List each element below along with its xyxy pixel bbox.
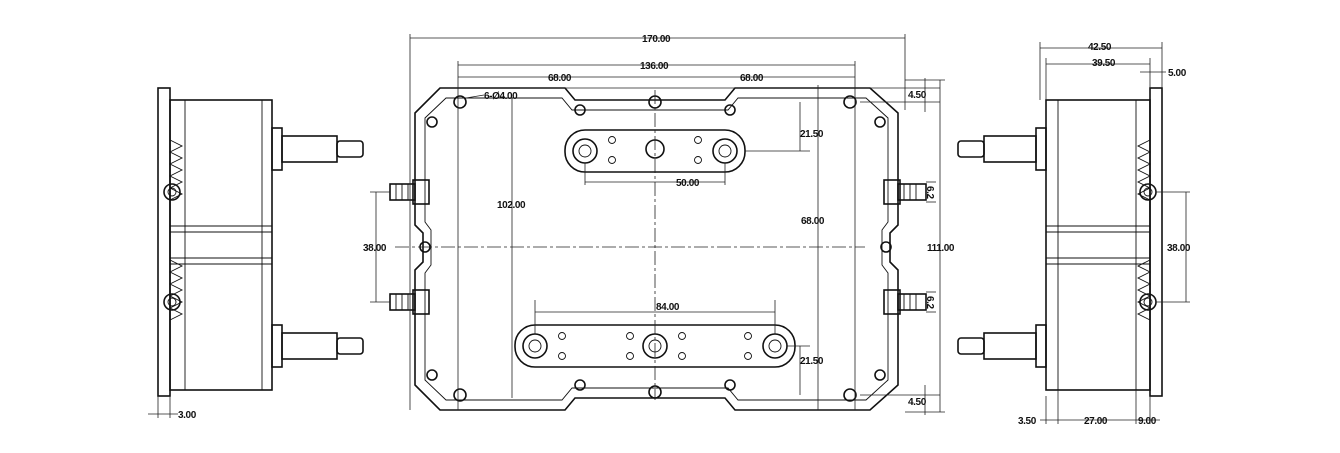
dim-flange-thickness: 3.00 — [178, 410, 197, 421]
dim-overall-width: 170.00 — [642, 34, 671, 45]
dim-body-depth: 39.50 — [1092, 58, 1116, 69]
dim-top-edge-offset: 4.50 — [908, 90, 927, 101]
dim-hole-callout: 6-Ø4.00 — [484, 91, 518, 102]
dim-busbar-pitch: 68.00 — [801, 216, 825, 227]
plate-outline — [414, 87, 899, 411]
dim-half-span-right: 68.00 — [740, 73, 764, 84]
dim-fitting-pitch-side: 38.00 — [1167, 243, 1191, 254]
dim-hole-span: 136.00 — [640, 61, 669, 72]
dim-fitting-size-top: 6.2 — [924, 186, 935, 200]
front-view: 170.00 136.00 68.00 68.00 6-Ø4.00 4.50 2… — [363, 34, 955, 415]
dim-overall-depth: 42.50 — [1088, 42, 1112, 53]
coolant-fittings — [389, 179, 927, 315]
dim-bottom-busbar-span: 84.00 — [656, 302, 680, 313]
dim-overall-height: 111.00 — [927, 243, 955, 254]
dim-inner-height: 102.00 — [497, 200, 526, 211]
dim-offset-left: 3.50 — [1018, 416, 1037, 427]
dim-center-span: 27.00 — [1084, 416, 1108, 427]
dim-fitting-pitch: 38.00 — [363, 243, 387, 254]
dim-bottom-edge-offset: 4.50 — [908, 397, 927, 408]
dim-half-span-left: 68.00 — [548, 73, 572, 84]
right-side-view: 42.50 39.50 5.00 38.00 3.50 27.00 9.00 — [957, 42, 1191, 427]
dim-offset-right: 9.00 — [1138, 416, 1157, 427]
mounting-holes — [419, 95, 892, 402]
dim-top-busbar-span: 50.00 — [676, 178, 700, 189]
left-side-view: 3.00 — [148, 87, 364, 421]
dim-bottom-busbar-offset: 21.50 — [800, 356, 824, 367]
dim-flange: 5.00 — [1168, 68, 1187, 79]
dim-top-busbar-offset: 21.50 — [800, 129, 824, 140]
dim-fitting-size-bottom: 6.2 — [924, 296, 935, 310]
